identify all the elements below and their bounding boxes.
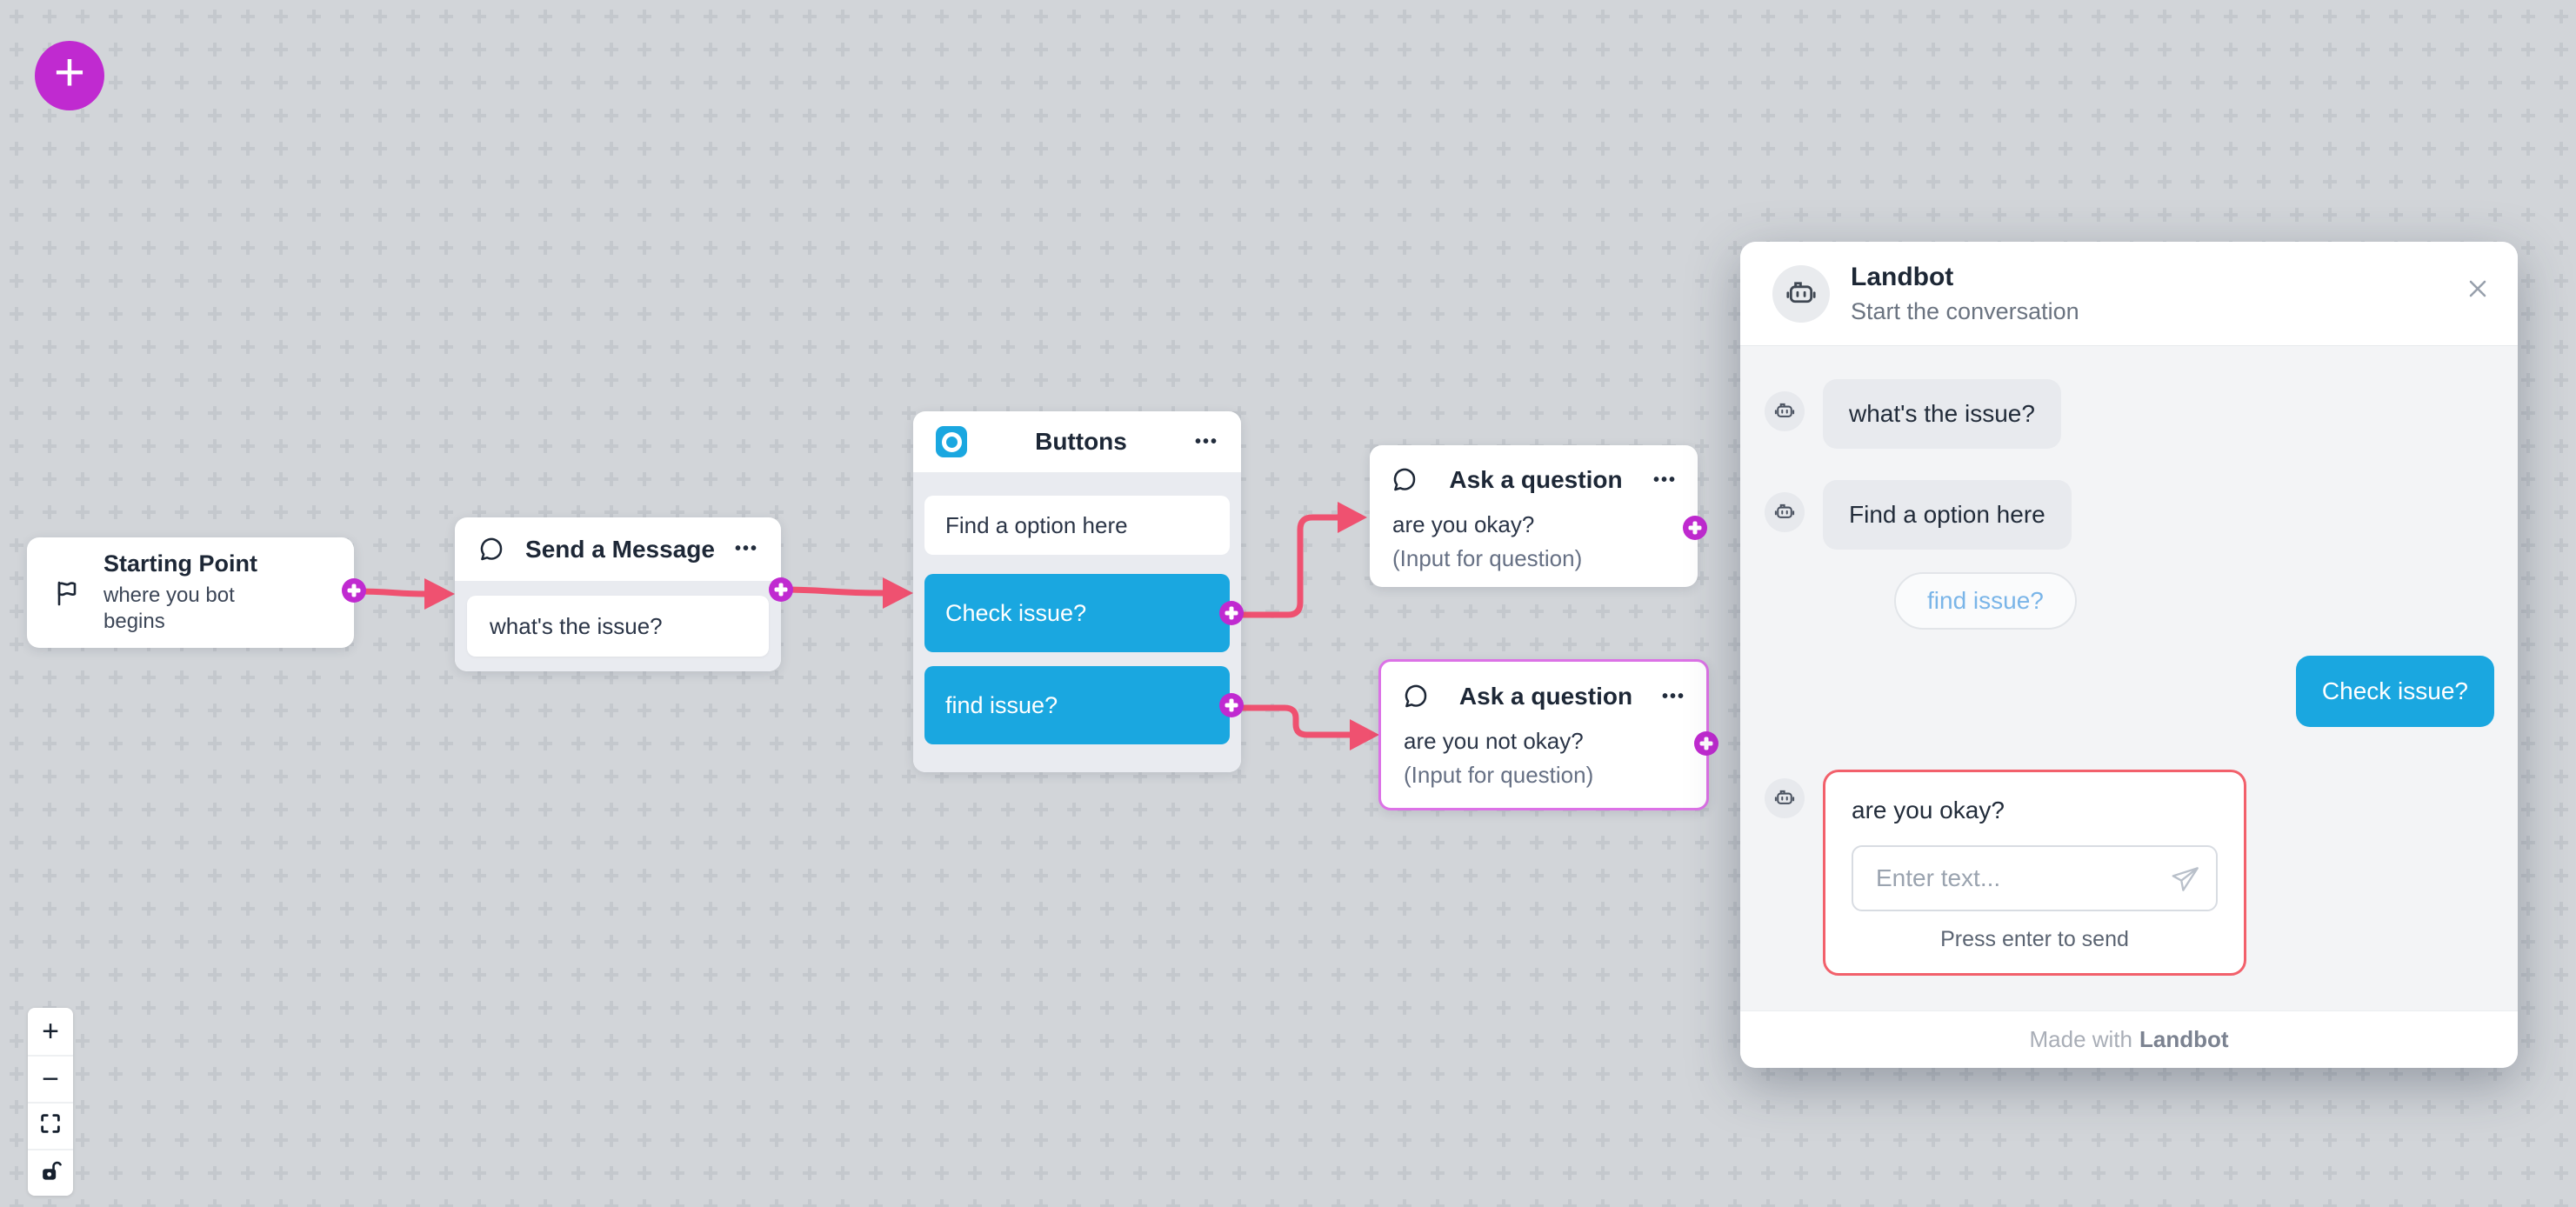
bot-avatar (1765, 492, 1805, 532)
enter-hint: Press enter to send (1940, 927, 2129, 951)
choice-button-label: find issue? (945, 691, 1058, 718)
flag-icon (51, 577, 83, 609)
quick-reply-button[interactable]: find issue? (1894, 572, 2077, 630)
node-menu-button[interactable]: ••• (1652, 470, 1677, 490)
node-subtitle: where you bot begins (103, 583, 235, 633)
chat-header: Landbot Start the conversation (1740, 242, 2518, 346)
output-port[interactable] (1219, 693, 1244, 717)
node-title: Buttons (1035, 428, 1127, 455)
chat-message-list: what's the issue? Find a option here fin… (1740, 346, 2518, 1010)
lock-canvas-button[interactable] (28, 1149, 73, 1196)
footer-brand: Landbot (2139, 1026, 2229, 1052)
fullscreen-icon (37, 1110, 63, 1142)
node-starting-point[interactable]: Starting Point where you bot begins (27, 537, 366, 648)
output-port[interactable] (1219, 601, 1244, 625)
button-question-text[interactable]: Find a option here (924, 496, 1230, 555)
minus-icon: − (42, 1063, 59, 1096)
zoom-in-button[interactable]: + (28, 1008, 73, 1055)
question-text: are you okay? (1392, 511, 1535, 537)
chat-bot-name: Landbot (1851, 262, 1954, 291)
output-port[interactable] (1694, 731, 1718, 756)
bot-avatar (1765, 778, 1805, 818)
output-port[interactable] (769, 577, 793, 602)
bot-message-bubble: what's the issue? (1823, 379, 2061, 449)
chat-bubble-icon (1391, 466, 1418, 494)
footer-prefix: Made with (2029, 1026, 2132, 1052)
node-title: Starting Point (103, 550, 257, 577)
node-ask-question-2-selected[interactable]: Ask a question ••• are you not okay? (In… (1378, 659, 1718, 810)
node-title: Send a Message (525, 535, 715, 563)
chat-bubble-icon (477, 536, 505, 563)
output-port[interactable] (1683, 516, 1707, 540)
bot-message-bubble: Find a option here (1823, 480, 2072, 550)
node-title: Ask a question (1449, 466, 1623, 493)
node-menu-button[interactable]: ••• (734, 539, 758, 558)
node-ask-question-1[interactable]: Ask a question ••• are you okay? (Input … (1370, 445, 1707, 587)
plus-icon: + (42, 1015, 59, 1048)
close-icon[interactable] (2464, 275, 2492, 307)
bot-avatar (1765, 391, 1805, 431)
made-with-landbot-link[interactable]: Made with Landbot (1740, 1010, 2518, 1068)
node-menu-button[interactable]: ••• (1194, 431, 1218, 451)
fit-screen-button[interactable] (28, 1102, 73, 1149)
node-buttons[interactable]: Buttons ••• Find a option here Check iss… (913, 411, 1244, 772)
send-icon[interactable] (2169, 863, 2202, 900)
choice-button-find-issue[interactable]: find issue? (924, 666, 1244, 744)
chat-preview-panel: Landbot Start the conversation what's th… (1740, 242, 2518, 1068)
lock-open-icon (37, 1157, 63, 1189)
question-hint: (Input for question) (1404, 762, 1594, 788)
output-port[interactable] (342, 578, 366, 603)
node-menu-button[interactable]: ••• (1661, 686, 1685, 706)
node-title: Ask a question (1458, 683, 1633, 710)
question-text: are you not okay? (1404, 728, 1584, 754)
chat-subtitle: Start the conversation (1851, 297, 2079, 324)
chat-text-input[interactable] (1852, 845, 2218, 911)
add-block-button[interactable]: + (35, 41, 104, 110)
question-hint: (Input for question) (1392, 545, 1583, 571)
zoom-out-button[interactable]: − (28, 1055, 73, 1102)
plus-icon: + (53, 43, 86, 103)
question-label: are you okay? (1852, 797, 2005, 824)
user-message-bubble: Check issue? (2295, 656, 2494, 727)
choice-button-label: Check issue? (945, 599, 1087, 626)
bot-avatar (1772, 264, 1830, 323)
message-text[interactable]: what's the issue? (467, 596, 769, 657)
buttons-block-icon (936, 426, 967, 457)
question-input-card: are you okay? Press enter to send (1823, 770, 2246, 976)
choice-button-check-issue[interactable]: Check issue? (924, 574, 1244, 652)
canvas-controls: + − (28, 1008, 73, 1196)
node-send-message[interactable]: Send a Message ••• what's the issue? (455, 517, 793, 671)
chat-bubble-icon (1402, 683, 1430, 710)
